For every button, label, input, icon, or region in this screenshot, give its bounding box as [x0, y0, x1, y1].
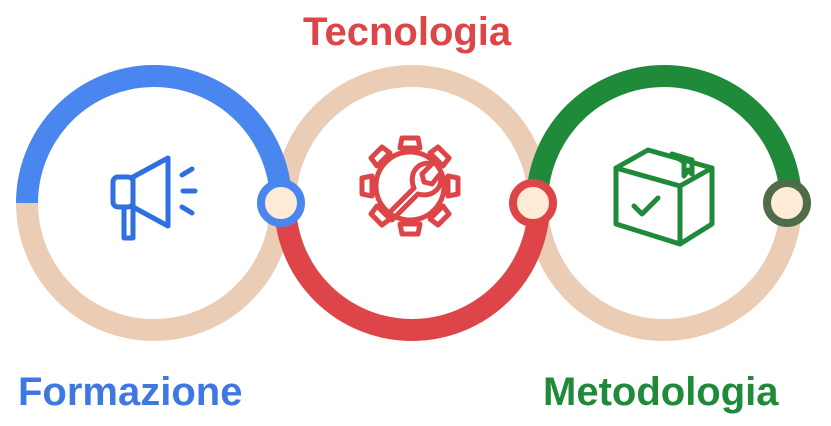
ring-middle-arc — [274, 202, 550, 341]
megaphone-icon — [110, 155, 198, 241]
ring-right-arc — [526, 65, 802, 204]
label-metodologia: Metodologia — [543, 370, 779, 414]
gear-wrench-icon — [359, 135, 461, 237]
connector-dot-right — [763, 179, 811, 227]
ring-left-arc — [16, 65, 292, 204]
connector-dot-middle — [509, 179, 557, 227]
label-tecnologia: Tecnologia — [303, 10, 512, 54]
connector-dot-left — [257, 179, 305, 227]
package-check-icon — [613, 147, 715, 247]
label-formazione: Formazione — [18, 370, 243, 414]
